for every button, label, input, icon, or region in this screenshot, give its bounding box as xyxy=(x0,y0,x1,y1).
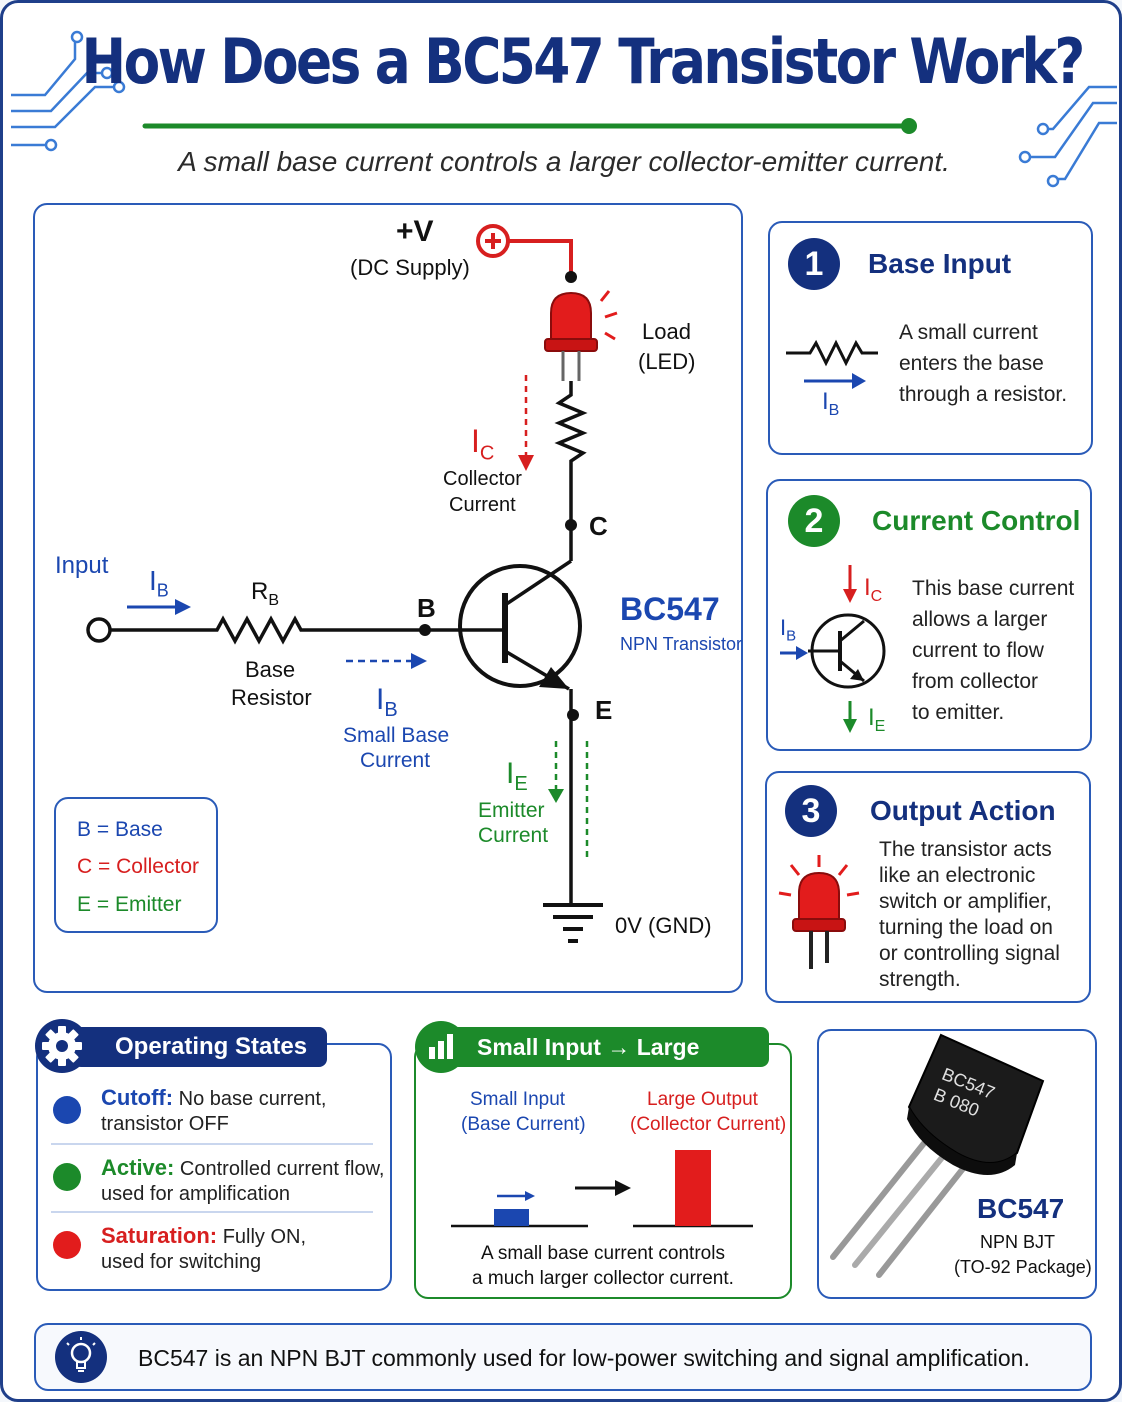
large-output-sub-label: (Collector Current) xyxy=(630,1114,787,1135)
led-output-icon xyxy=(778,855,860,969)
state-indicator-dot xyxy=(53,1231,81,1259)
card1-ib-symbol: IB xyxy=(822,388,840,419)
page-title: How Does a BC547 Transistor Work? xyxy=(81,25,1086,98)
step-number-badge: 2 xyxy=(788,495,840,547)
state-cutoff: Cutoff: No base current,transistor OFF xyxy=(101,1085,327,1135)
operating-states-title: Operating States xyxy=(73,1027,327,1067)
package-type: (TO-92 Package) xyxy=(954,1257,1092,1277)
ib-input-symbol: IB xyxy=(149,565,169,601)
card2-ic-symbol: IC xyxy=(864,574,883,605)
card-current-control: 2 Current Control IC IB IE This base cur… xyxy=(766,479,1092,751)
package-part-type: NPN BJT xyxy=(980,1232,1056,1252)
ib-text-line2: Current xyxy=(360,749,431,772)
card2-ib-symbol: IB xyxy=(780,615,797,645)
base-pin-label: B xyxy=(417,593,436,623)
step-number-badge: 1 xyxy=(788,238,840,290)
ground-label: 0V (GND) xyxy=(615,913,712,938)
io-caption-line1: A small base current controls xyxy=(481,1243,725,1264)
small-input-label: Small Input xyxy=(470,1089,566,1110)
ie-text-line2: Current xyxy=(478,824,549,847)
rb-symbol: RB xyxy=(251,578,280,609)
ie-text-line1: Emitter xyxy=(478,799,545,822)
bar-chart-icon xyxy=(415,1021,467,1073)
ic-text-line1: Collector xyxy=(443,468,522,490)
io-caption-line2: a much larger collector current. xyxy=(472,1268,734,1289)
ib-text-line1: Small Base xyxy=(343,724,450,747)
to92-package-illustration xyxy=(830,1033,1045,1278)
input-label: Input xyxy=(55,552,109,579)
load-sub-label: (LED) xyxy=(638,349,696,374)
small-input-sub-label: (Base Current) xyxy=(461,1114,586,1135)
led-load-icon xyxy=(544,290,618,381)
supply-label: +V xyxy=(396,215,434,248)
card2-ie-symbol: IE xyxy=(868,704,886,735)
emitter-pin-label: E xyxy=(595,695,613,725)
circuit-diagram xyxy=(86,224,618,943)
legend-item: C = Collector xyxy=(77,855,199,878)
large-output-label: Large Output xyxy=(647,1089,758,1110)
npn-transistor-symbol xyxy=(458,531,582,691)
state-active: Active: Controlled current flow,used for… xyxy=(101,1155,385,1205)
title-underline xyxy=(142,118,917,134)
circuit-trace-decoration xyxy=(11,30,1117,188)
card-title: Current Control xyxy=(872,505,1081,536)
state-indicator-dot xyxy=(53,1096,81,1124)
small-input-large-output-panel xyxy=(414,1043,792,1299)
state-indicator-dot xyxy=(53,1163,81,1191)
footer-bar xyxy=(34,1323,1092,1391)
card-title: Output Action xyxy=(870,795,1056,826)
package-part-name: BC547 xyxy=(977,1193,1065,1224)
step-number-badge: 3 xyxy=(785,785,837,837)
footer-text: BC547 is an NPN BJT commonly used for lo… xyxy=(138,1345,1030,1371)
mini-transistor-icon xyxy=(780,565,886,733)
io-comparison-graphic xyxy=(451,1150,753,1228)
ib-small-symbol: IB xyxy=(376,683,398,721)
card-title: Base Input xyxy=(868,248,1012,279)
divider xyxy=(51,1143,373,1145)
page-subtitle: A small base current controls a larger c… xyxy=(178,146,950,177)
rb-text-line2: Resistor xyxy=(231,685,312,710)
gear-icon xyxy=(35,1019,89,1073)
rb-text-line1: Base xyxy=(245,657,296,682)
pin-legend: B = Base C = Collector E = Emitter xyxy=(54,797,218,933)
ic-symbol: IC xyxy=(471,423,495,465)
ic-text-line2: Current xyxy=(449,494,516,516)
legend-item: E = Emitter xyxy=(77,893,182,916)
load-label: Load xyxy=(642,319,691,344)
state-saturation: Saturation: Fully ON,used for switching xyxy=(101,1223,307,1273)
part-type-label: NPN Transistor xyxy=(620,634,743,654)
supply-sub-label: (DC Supply) xyxy=(350,255,470,280)
divider xyxy=(51,1211,373,1213)
collector-pin-label: C xyxy=(589,511,608,541)
resistor-icon xyxy=(786,339,878,389)
legend-item: B = Base xyxy=(77,818,163,841)
part-name-label: BC547 xyxy=(620,591,720,627)
lightbulb-icon xyxy=(55,1331,107,1383)
operating-states-panel xyxy=(36,1043,392,1291)
io-title: Small Input → Large Output xyxy=(441,1027,769,1100)
ie-symbol: IE xyxy=(506,757,528,795)
